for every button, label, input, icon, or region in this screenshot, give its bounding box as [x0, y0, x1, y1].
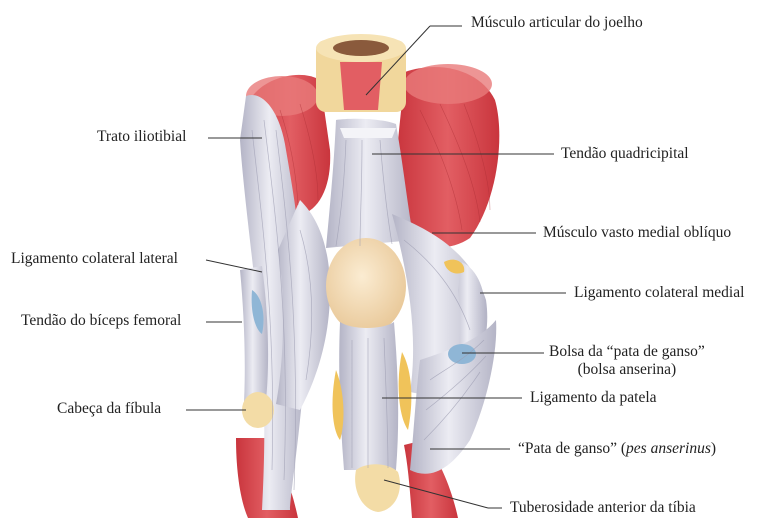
label-bolsa-anserina: Bolsa da “pata de ganso” (bolsa anserina… — [549, 343, 705, 379]
label-pata-de-ganso: “Pata de ganso” (pes anserinus) — [518, 440, 716, 458]
label-bolsa-line2: (bolsa anserina) — [549, 361, 705, 379]
patellar-ligament — [339, 322, 398, 470]
fibula-head — [242, 392, 274, 428]
label-colateral-medial: Ligamento colateral medial — [574, 284, 744, 302]
femur-marrow — [333, 40, 389, 56]
label-musculo-articular: Músculo articular do joelho — [471, 14, 643, 32]
fat-pad-right — [399, 352, 412, 430]
lateral-collateral-ligament — [240, 266, 268, 402]
label-colateral-lateral: Ligamento colateral lateral — [11, 250, 178, 268]
muscle-cut-surface-right — [404, 64, 492, 104]
label-pata-close: ) — [711, 440, 716, 457]
label-ligamento-patela: Ligamento da patela — [530, 389, 657, 407]
articularis-genus-muscle — [340, 62, 382, 110]
label-tendao-quadricipital: Tendão quadricipital — [561, 145, 689, 163]
label-trato-iliotibial: Trato iliotibial — [97, 128, 186, 146]
label-bolsa-line1: Bolsa da “pata de ganso” — [549, 343, 705, 361]
patella — [326, 238, 406, 334]
tibial-tuberosity — [355, 464, 400, 512]
label-vasto-medial-obliquo: Músculo vasto medial oblíquo — [543, 224, 731, 242]
label-pata-main: “Pata de ganso” ( — [518, 440, 626, 457]
anserine-bursa — [448, 344, 476, 364]
quadriceps-tendon-top — [340, 128, 396, 138]
label-biceps-femoral: Tendão do bíceps femoral — [21, 312, 181, 330]
label-tuberosidade-tibia: Tuberosidade anterior da tíbia — [510, 499, 696, 517]
label-cabeca-fibula: Cabeça da fíbula — [57, 400, 161, 418]
label-pata-latin: pes anserinus — [626, 440, 711, 457]
